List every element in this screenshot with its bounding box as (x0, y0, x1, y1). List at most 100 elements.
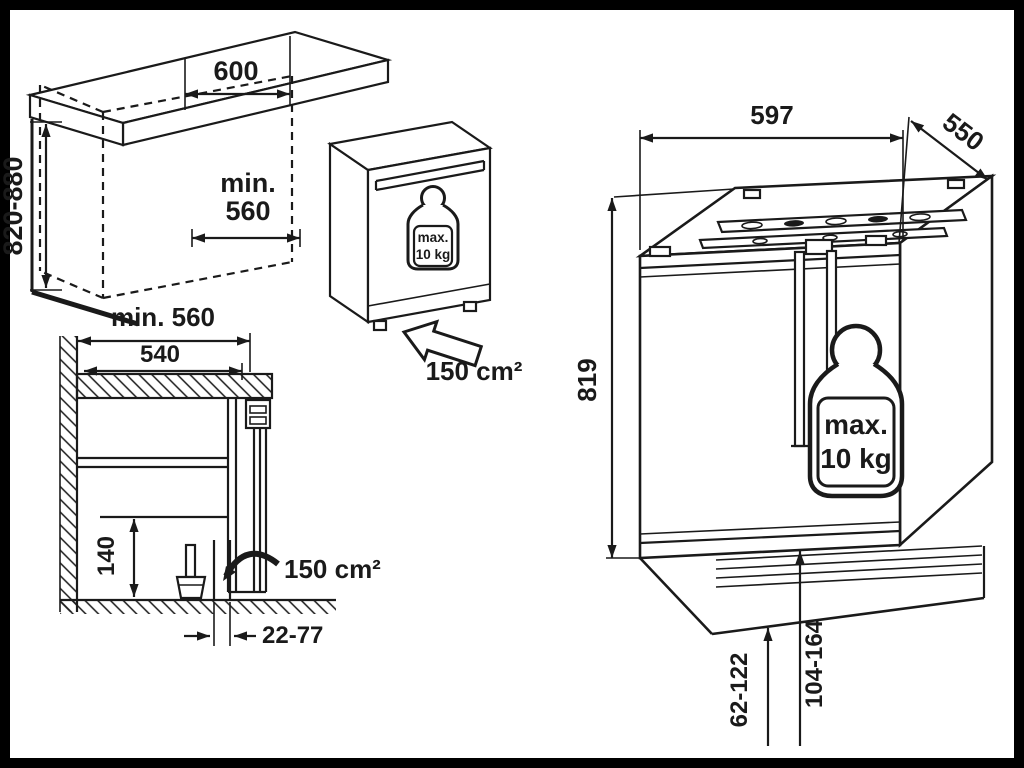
corner-bracket (742, 188, 762, 200)
counter-end-face (28, 93, 125, 147)
arrowhead (185, 89, 198, 99)
curved-arrow-head (223, 566, 236, 581)
arrowhead (277, 89, 290, 99)
niche-dashed-box (38, 74, 294, 300)
plinth-recess-b-label: 104-164 (801, 619, 828, 708)
weight-plate (816, 396, 896, 488)
niche-depth-label-min: min. (220, 168, 276, 198)
dim-width: 597 (639, 100, 904, 250)
dim-plinth-gap: 22-77 (184, 602, 323, 649)
plinth-gap-label: 22-77 (262, 622, 323, 649)
arrowhead (607, 198, 617, 211)
dim-section-inner-width: 540 (84, 341, 243, 380)
arrowhead (229, 366, 242, 376)
foot-stem (184, 543, 197, 579)
arrowhead (890, 133, 903, 143)
arrowhead (129, 519, 139, 532)
vent-area-label: 150 cm² (426, 356, 523, 386)
plinth-bottom-edge (711, 596, 985, 636)
weight-limit-value: 10 kg (416, 247, 451, 262)
vent-slat-line (715, 563, 983, 579)
plinth-vent-grille (639, 545, 986, 636)
niche-width-label: 600 (213, 56, 258, 86)
vent-height-label: 140 (93, 536, 120, 576)
niche-dashed-line (102, 260, 293, 300)
rail-slot (909, 213, 931, 222)
vent-slat-line (715, 554, 983, 570)
arrowhead (763, 628, 773, 641)
niche-dashed-line (39, 269, 104, 300)
niche-dashed-line (39, 83, 104, 114)
extension-line (613, 188, 735, 198)
door-handle-line (375, 168, 485, 192)
strap-bracket (804, 238, 834, 256)
plinth-left-edge (639, 557, 713, 635)
mounting-rail (716, 208, 968, 234)
weight-plate (412, 224, 454, 268)
niche-dashed-line (102, 74, 293, 114)
door-top-gap-line (639, 263, 901, 278)
door-bottom-gap-line (639, 529, 901, 545)
corner-bracket (864, 234, 888, 247)
dim-niche-height: 820-880 (0, 121, 62, 291)
corner-bracket (946, 178, 966, 190)
arrowhead (41, 275, 51, 288)
niche-height-label: 820-880 (0, 156, 28, 255)
dim-plinth-recess-a: 62-122 (726, 628, 773, 746)
vent-slat-line (715, 545, 983, 561)
arrowhead (84, 366, 97, 376)
rail-slot (868, 215, 888, 223)
height-label: 819 (572, 358, 602, 401)
width-label: 597 (750, 100, 793, 130)
arrowhead (234, 631, 247, 641)
dim-niche-width: 600 (184, 36, 291, 110)
floor-hatch (60, 601, 336, 614)
plinth-recess-a-label: 62-122 (726, 653, 753, 728)
section-vent-area-label: 150 cm² (284, 554, 381, 584)
niche-depth-label-value: 560 (225, 196, 270, 226)
arrowhead (78, 336, 91, 346)
mounting-rails (648, 178, 968, 258)
arrowhead (911, 121, 925, 133)
weight-limit-label: max. (418, 230, 449, 245)
rail-slot (752, 237, 768, 245)
niche-view: 600 820-880 min. 560 (0, 30, 523, 386)
unit-foot (372, 319, 388, 332)
rail-slot (784, 220, 804, 227)
counter-section (75, 372, 274, 400)
hinge-detail (249, 416, 267, 425)
dim-section-niche-width: min. 560 (78, 302, 251, 372)
rail-slot (825, 217, 847, 226)
section-niche-width-label: min. 560 (111, 302, 215, 332)
dim-plinth-recess-b: 104-164 (795, 551, 828, 746)
arrowhead (197, 631, 210, 641)
arrowhead (192, 233, 205, 243)
hinge-detail (249, 405, 267, 414)
fixing-strap (793, 250, 806, 448)
arrowhead (607, 545, 617, 558)
block-arrow-icon (401, 319, 484, 368)
appliance-view: max. 10 kg 819 597 550 62-122 (572, 100, 997, 746)
vent-slat-line (715, 572, 983, 588)
extension-line (898, 116, 910, 244)
dim-niche-depth: min. 560 (191, 168, 301, 247)
arrowhead (795, 551, 805, 564)
arrowhead (640, 133, 653, 143)
weight-limit-value: 10 kg (820, 443, 892, 474)
appliance-section (77, 398, 272, 600)
arrowhead (41, 124, 51, 137)
section-view: min. 560 540 (59, 302, 381, 649)
arrowhead (287, 233, 300, 243)
door-top-gap-line (639, 253, 901, 270)
inner-width-label: 540 (140, 341, 180, 368)
dimension-line (910, 120, 989, 181)
weight-icon: max. 10 kg (807, 323, 905, 499)
floor-edge-line (31, 289, 139, 327)
door-handle-line (375, 159, 485, 183)
foot-base (175, 575, 207, 600)
arrowhead (129, 584, 139, 597)
weight-icon: max. 10 kg (406, 185, 460, 271)
rail-slot (741, 221, 763, 230)
